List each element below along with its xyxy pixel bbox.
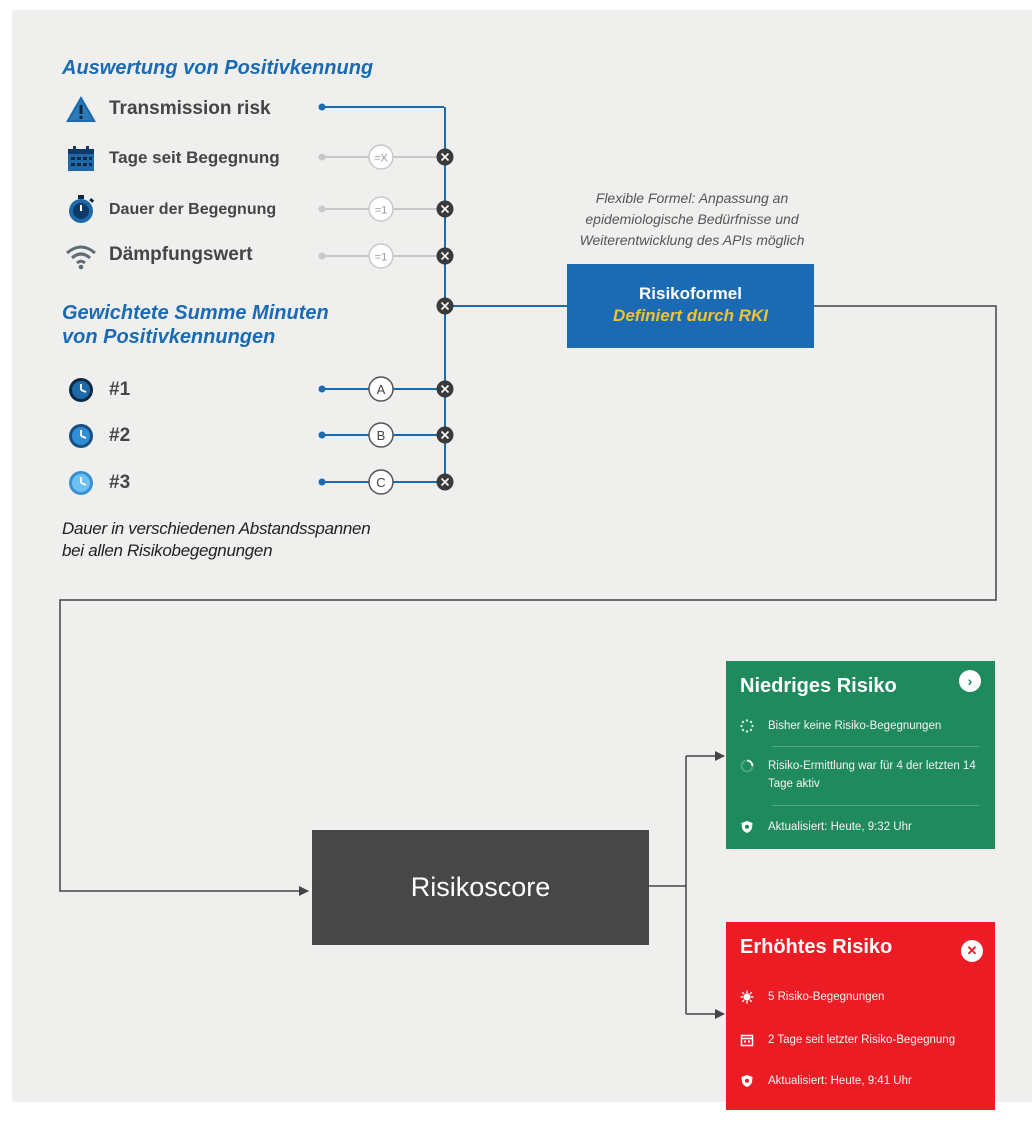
divider <box>772 746 979 747</box>
label-interval-2: #2 <box>109 425 131 446</box>
duration-note-line2: bei allen Risikobegegnungen <box>62 541 273 560</box>
wifi-signal-icon <box>64 241 98 271</box>
label-daempfungswert: Dämpfungswert <box>109 244 253 265</box>
low-risk-item-3-text: Aktualisiert: Heute, 9:32 Uhr <box>768 821 912 833</box>
high-risk-item-1: 5 Risiko-Begegnungen <box>740 988 981 1006</box>
label-interval-3: #3 <box>109 472 131 493</box>
clock-icon-1 <box>66 375 100 405</box>
section-title-gewichtete-summe: Gewichtete Summe Minuten von Positivkenn… <box>62 301 329 349</box>
formula-note-line3: Weiterentwicklung des APIs möglich <box>579 232 805 248</box>
risikoscore-box: Risikoscore <box>312 830 649 945</box>
multiply-node-1 <box>436 380 454 398</box>
low-risk-item-1-text: Bisher keine Risiko-Begegnungen <box>768 720 942 732</box>
label-dauer-der-begegnung: Dauer der Begegnung <box>109 201 277 218</box>
label-interval-1: #1 <box>109 379 131 400</box>
low-risk-item-2-text: Risiko-Ermittlung war für 4 der letzten … <box>768 760 976 790</box>
factor-node-dauer: =1 <box>368 196 394 222</box>
svg-text:A: A <box>377 382 386 397</box>
duration-note: Dauer in verschiedenen Abstandsspannen b… <box>62 518 371 562</box>
warning-triangle-icon <box>64 94 98 124</box>
risikoformel-subtitle: Definiert durch RKI <box>613 306 768 325</box>
formula-note-line2: epidemiologische Bedürfnisse und <box>585 211 799 227</box>
divider <box>772 805 979 806</box>
multiply-node-daempfung <box>436 247 454 265</box>
virus-icon <box>740 990 754 1004</box>
label-tage-seit-begegnung: Tage seit Begegnung <box>109 148 280 167</box>
clock-icon-3 <box>66 468 100 498</box>
high-risk-item-2-text: 2 Tage seit letzter Risiko-Begegnung <box>768 1034 956 1046</box>
svg-text:=1: =1 <box>375 205 388 217</box>
low-risk-item-3: Aktualisiert: Heute, 9:32 Uhr <box>740 818 981 836</box>
svg-text:B: B <box>377 428 386 443</box>
low-risk-item-1: Bisher keine Risiko-Begegnungen <box>740 717 981 735</box>
clock-icon-2 <box>66 421 100 451</box>
formula-note: Flexible Formel: Anpassung an epidemiolo… <box>532 188 852 251</box>
weight-node-b: B <box>368 422 394 448</box>
factor-node-daempfung: =1 <box>368 243 394 269</box>
multiply-node-2 <box>436 426 454 444</box>
multiply-node-dauer <box>436 200 454 218</box>
section-title-line2: von Positivkennungen <box>62 326 276 348</box>
risikoscore-label: Risikoscore <box>410 872 551 902</box>
close-icon[interactable]: ✕ <box>961 940 983 962</box>
svg-text:=1: =1 <box>375 252 388 264</box>
weight-node-c: C <box>368 469 394 495</box>
shield-icon <box>741 821 753 833</box>
shield-icon <box>741 1075 753 1087</box>
high-risk-item-3-text: Aktualisiert: Heute, 9:41 Uhr <box>768 1075 912 1087</box>
multiply-node-tage <box>436 148 454 166</box>
low-risk-title: Niedriges Risiko <box>740 675 897 697</box>
high-risk-card[interactable]: Erhöhtes Risiko ✕ 5 Risiko-Begegnungen 2… <box>726 922 995 1110</box>
duration-note-line1: Dauer in verschiedenen Abstandsspannen <box>62 519 371 538</box>
high-risk-item-1-text: 5 Risiko-Begegnungen <box>768 991 885 1003</box>
factor-node-tage: =X <box>368 144 394 170</box>
diagram-canvas: =X =1 =1 A B C Auswertung <box>12 10 1032 1110</box>
risikoformel-title: Risikoformel <box>639 284 742 303</box>
low-risk-card[interactable]: Niedriges Risiko › Bisher keine Risiko-B… <box>726 661 995 849</box>
spinner-dots-icon <box>740 719 754 733</box>
high-risk-title: Erhöhtes Risiko <box>740 936 893 958</box>
high-risk-item-3: Aktualisiert: Heute, 9:41 Uhr <box>740 1072 981 1090</box>
chevron-right-icon[interactable]: › <box>959 670 981 692</box>
progress-ring-icon <box>740 759 754 773</box>
section-title-positivkennung: Auswertung von Positivkennung <box>62 57 374 79</box>
svg-text:=X: =X <box>374 153 388 165</box>
high-risk-item-2: 2 Tage seit letzter Risiko-Begegnung <box>740 1031 981 1049</box>
calendar-icon <box>64 144 98 174</box>
risikoformel-box: Risikoformel Definiert durch RKI <box>567 264 814 348</box>
connector-lines: =X =1 =1 A B C <box>59 103 997 1019</box>
label-transmission-risk: Transmission risk <box>109 98 271 119</box>
svg-text:C: C <box>376 475 385 490</box>
multiply-node-3 <box>436 473 454 491</box>
multiply-node-formula <box>436 297 454 315</box>
formula-note-line1: Flexible Formel: Anpassung an <box>595 190 789 206</box>
weight-node-a: A <box>368 376 394 402</box>
low-risk-item-2: Risiko-Ermittlung war für 4 der letzten … <box>740 757 981 793</box>
section-title-line1: Gewichtete Summe Minuten <box>62 302 329 324</box>
stopwatch-icon <box>64 194 98 224</box>
calendar-icon <box>740 1034 754 1047</box>
